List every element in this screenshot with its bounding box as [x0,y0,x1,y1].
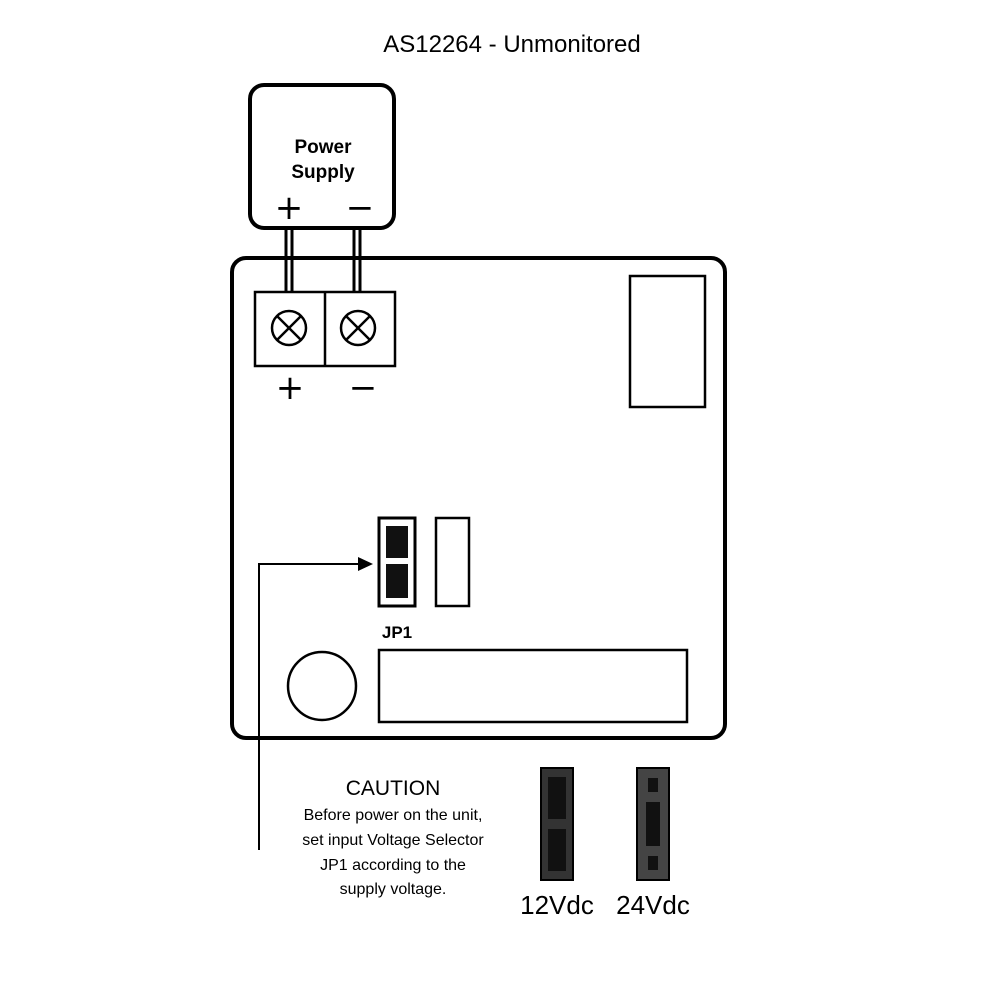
adjacent-header [434,516,471,608]
jumper-12vdc-icon [540,767,574,881]
jp1-label: JP1 [382,623,412,642]
terminal-screw-negative-icon [339,309,377,347]
power-supply-box [248,83,396,230]
terminal-plus-sign: + [276,368,305,408]
jumper-24vdc-icon [636,767,670,881]
power-supply-plus-sign: + [275,188,304,228]
caution-line: JP1 according to the [320,857,466,874]
caution-line: Before power on the unit, [304,807,483,824]
terminal-screw-positive-icon [270,309,308,347]
buzzer-component [286,650,358,722]
connector-strip [377,648,689,724]
power-supply-label-line2: Supply [291,162,355,183]
power-supply-label-line1: Power [294,137,352,158]
voltage-label-12vdc: 12Vdc [520,890,594,920]
circuit-board [230,256,727,740]
caution-line: set input Voltage Selector [302,832,484,849]
jp1-jumper [377,516,417,608]
caution-line: supply voltage. [340,881,447,898]
power-supply-minus-sign: − [346,188,375,228]
relay-component [628,274,707,409]
voltage-label-24vdc: 24Vdc [616,890,690,920]
diagram-title: AS12264 - Unmonitored [383,31,640,58]
caution-heading: CAUTION [346,777,441,800]
terminal-minus-sign: − [349,368,378,408]
caution-leader-arrow [258,557,373,850]
